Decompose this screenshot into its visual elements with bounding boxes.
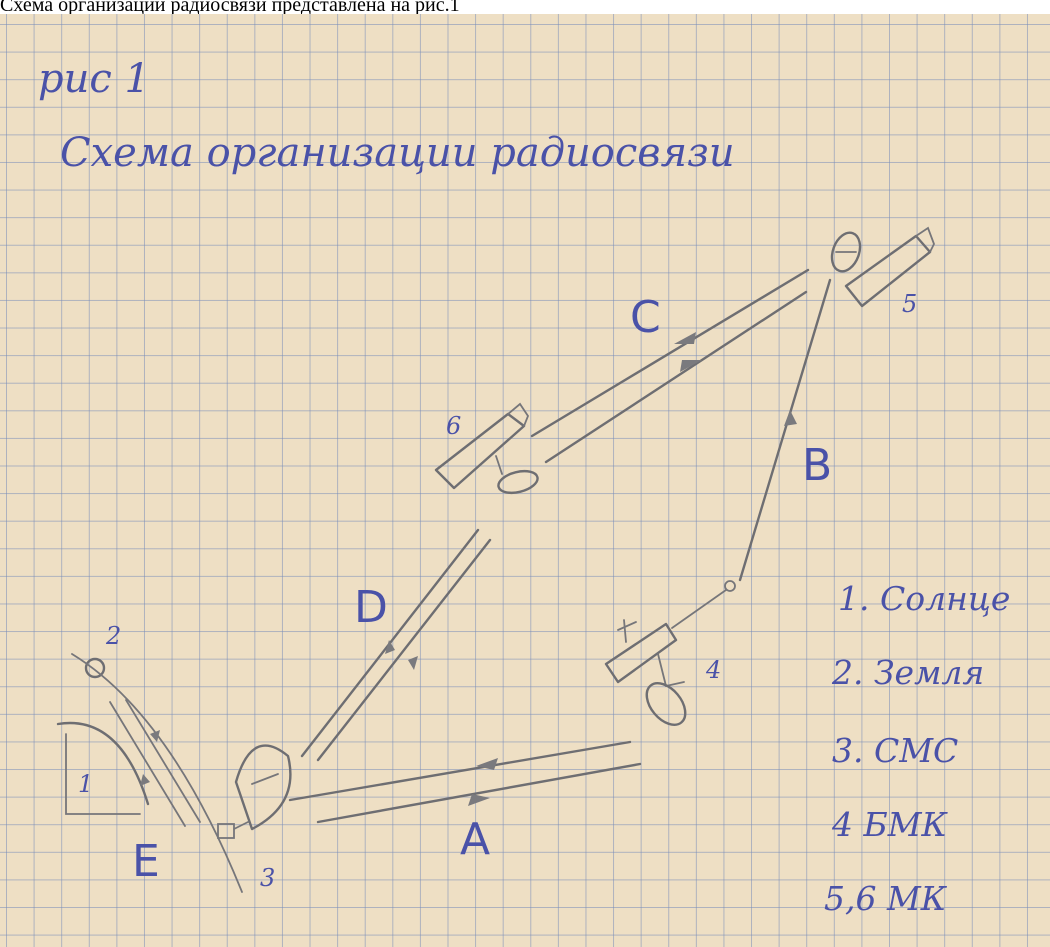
legend-item-5: 5,6 МК [824,879,948,918]
sun-icon [56,721,150,815]
craft-6-icon [434,402,539,495]
craft-4-number: 4 [705,656,721,684]
figure-caption: Схема организации радиосвязи представлен… [0,0,460,16]
sun-number: 1 [78,770,93,798]
diagram-title: Схема организации радиосвязи [60,130,735,176]
legend-item-2: 2. Земля [831,653,984,692]
ground-station-number: 3 [260,864,275,892]
earth-icon [84,657,106,679]
path-d-label: D [354,582,388,633]
notebook-sheet: рис 1 Схема организации радиосвязи 1 2 E… [0,14,1050,947]
craft-4-icon [604,580,736,726]
path-e-lines [109,699,201,827]
craft-6-number: 6 [446,412,461,440]
craft-5-icon [830,226,935,308]
path-c-label: C [630,292,661,343]
path-a-lines [288,740,642,824]
path-e-label: E [132,836,160,887]
earth-number: 2 [105,622,121,650]
legend-item-1: 1. Солнце [838,579,1010,618]
path-b-line [738,278,832,582]
legend-item-3: 3. СМС [832,731,958,770]
earth-orbit [71,653,243,893]
ground-station-dish-icon [217,744,292,839]
legend: 1. Солнце 2. Земля 3. СМС 4 БМК 5,6 МК [824,579,1010,918]
path-d-lines [300,528,492,762]
craft-5-number: 5 [902,290,917,318]
path-b-label: B [802,440,832,491]
path-c-lines [530,268,810,464]
radio-link-diagram: рис 1 Схема организации радиосвязи 1 2 E… [38,56,1010,918]
legend-item-4: 4 БМК [831,805,949,844]
figure-label: рис 1 [38,56,150,102]
path-a-label: A [460,814,490,865]
